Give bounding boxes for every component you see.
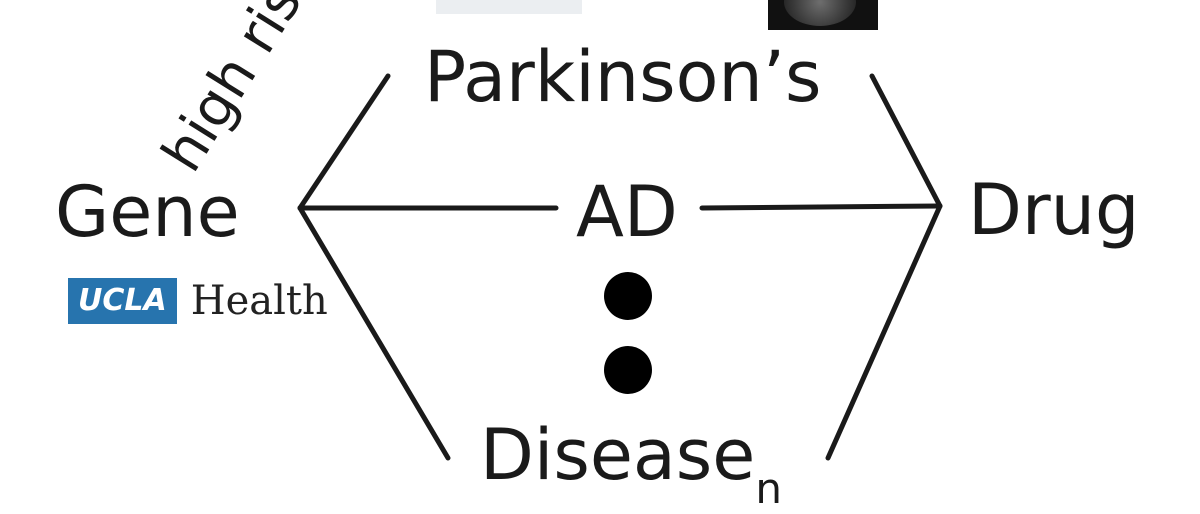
node-ad: AD xyxy=(576,171,678,253)
ellipsis-dot-lower xyxy=(604,346,652,394)
edge-parkinsons-drug xyxy=(869,73,943,209)
node-disease: Diseasen xyxy=(480,420,782,510)
edge-ad-drug xyxy=(699,203,943,211)
ucla-health-logo: UCLA Health xyxy=(68,278,328,324)
ucla-badge: UCLA xyxy=(68,278,177,324)
node-drug: Drug xyxy=(968,169,1140,251)
cropped-faint-image xyxy=(436,0,582,14)
edge-gene-parkinsons xyxy=(297,73,391,211)
edge-gene-disease xyxy=(297,205,451,461)
node-disease-subscript: n xyxy=(755,464,782,513)
health-wordmark: Health xyxy=(190,278,328,324)
cropped-thumbnail-image xyxy=(768,0,878,30)
node-disease-label: Disease xyxy=(480,414,756,496)
ellipsis-dot-upper xyxy=(604,272,652,320)
node-gene: Gene xyxy=(55,171,240,253)
edge-disease-drug xyxy=(825,203,943,461)
node-parkinsons: Parkinson’s xyxy=(424,36,822,118)
